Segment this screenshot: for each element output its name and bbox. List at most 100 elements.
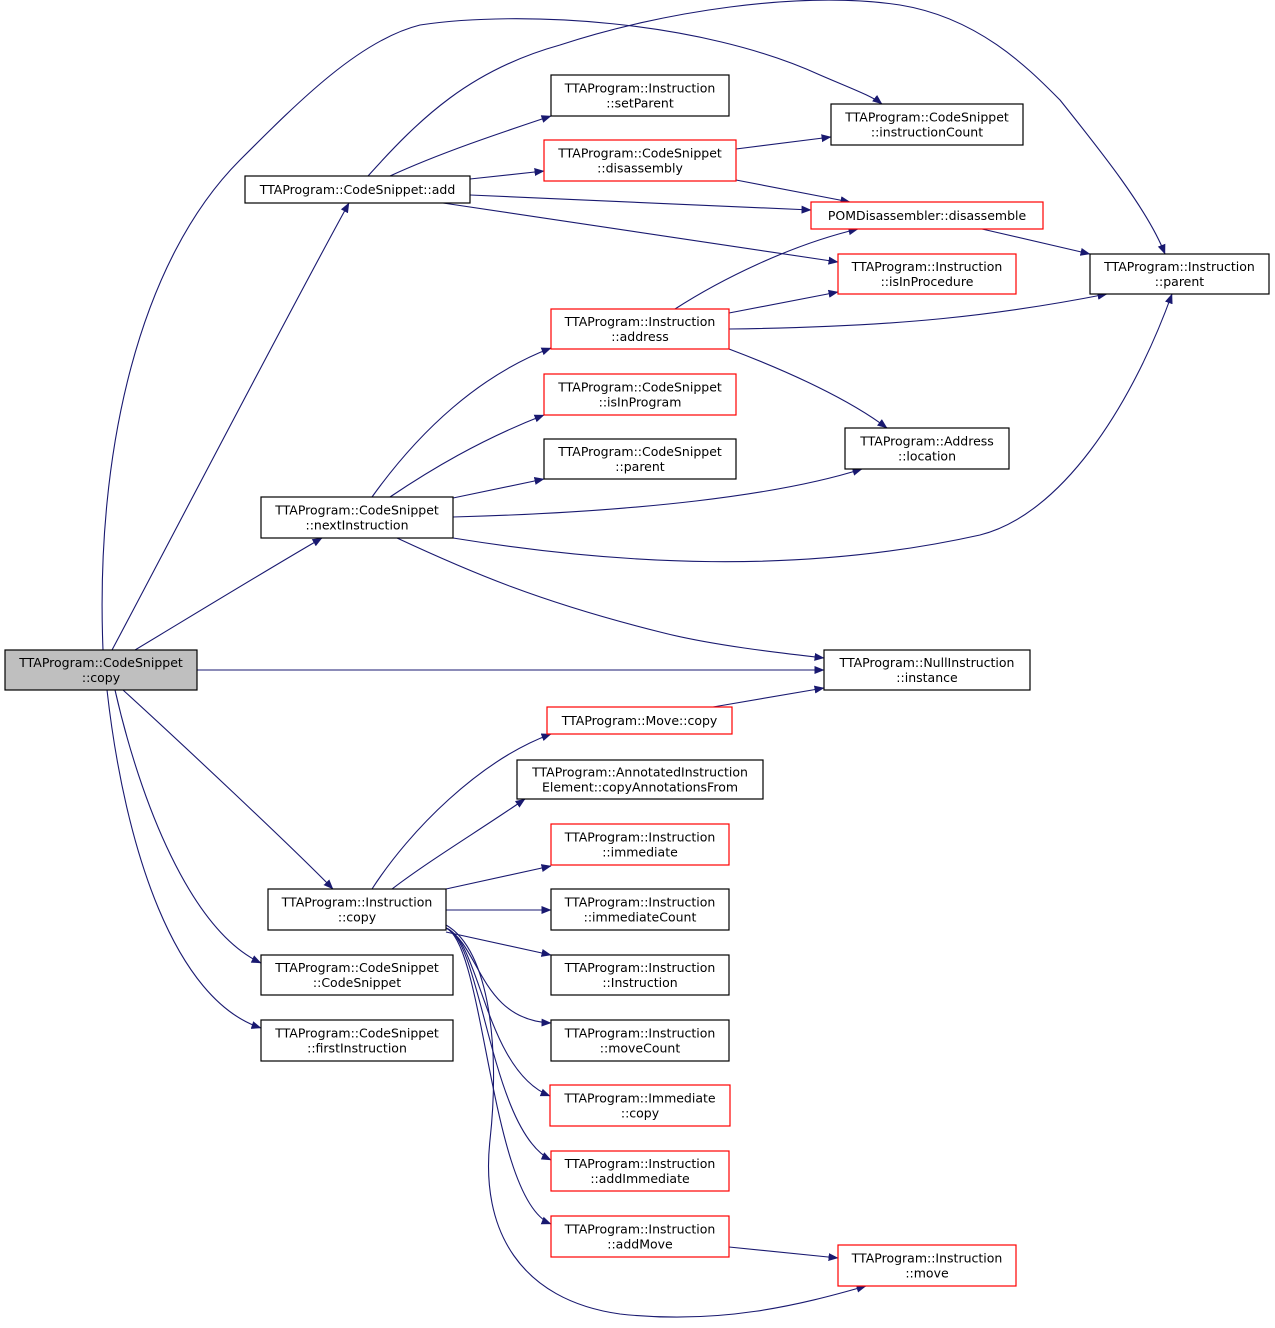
node-label-line: ::address bbox=[611, 329, 669, 344]
node-box bbox=[543, 139, 737, 182]
edge-instr_copy-to-imm_copy bbox=[445, 927, 551, 1097]
node-box bbox=[830, 103, 1024, 146]
edge-cs_add-to-instr_isinproc bbox=[442, 202, 839, 265]
node-label-line: TTAProgram::CodeSnippet bbox=[274, 1026, 439, 1041]
node-annot_copy[interactable]: TTAProgram::AnnotatedInstructionElement:… bbox=[516, 759, 764, 800]
node-label-line: TTAProgram::AnnotatedInstruction bbox=[531, 765, 748, 780]
node-instr_immcount[interactable]: TTAProgram::Instruction::immediateCount bbox=[550, 888, 730, 931]
node-box bbox=[550, 1150, 730, 1192]
edge-cs_next-to-null_instance bbox=[396, 537, 825, 661]
node-box bbox=[550, 1215, 730, 1258]
node-instr_copy[interactable]: TTAProgram::Instruction::copy bbox=[267, 888, 447, 931]
node-box bbox=[267, 888, 447, 931]
edge-cs_add-to-pom_disasm bbox=[469, 194, 812, 214]
node-label-line: TTAProgram::Instruction bbox=[564, 81, 716, 96]
node-label-line: TTAProgram::Instruction bbox=[564, 830, 716, 845]
edge-cs_next-to-cs_isinprog bbox=[389, 414, 545, 498]
node-label-line: TTAProgram::Instruction bbox=[281, 895, 433, 910]
node-label-line: ::copy bbox=[621, 1106, 660, 1121]
node-label-line: POMDisassembler::disassemble bbox=[828, 208, 1027, 223]
node-instr_address[interactable]: TTAProgram::Instruction::address bbox=[550, 308, 730, 350]
node-label-line: ::move bbox=[905, 1266, 949, 1281]
node-cs_add[interactable]: TTAProgram::CodeSnippet::add bbox=[244, 175, 471, 204]
edge-cs_next-to-addr_location bbox=[452, 468, 863, 518]
node-null_instance[interactable]: TTAProgram::NullInstruction::instance bbox=[823, 649, 1031, 691]
node-instr_addmove[interactable]: TTAProgram::Instruction::addMove bbox=[550, 1215, 730, 1258]
node-label-line: ::isInProgram bbox=[599, 395, 682, 410]
node-addr_location[interactable]: TTAProgram::Address::location bbox=[844, 427, 1010, 470]
edge-cs_disasm-to-cs_instrcount bbox=[735, 134, 832, 150]
node-label-line: ::copy bbox=[82, 670, 121, 685]
edge-cs_next-to-cs_parent bbox=[452, 477, 545, 499]
edge-instr_copy-to-instr_immediate bbox=[445, 864, 552, 890]
node-label-line: ::location bbox=[898, 449, 956, 464]
node-box bbox=[810, 201, 1044, 230]
edge-instr_copy-to-annot_copy bbox=[391, 798, 526, 890]
edge-instr_copy-to-instr_move bbox=[445, 924, 867, 1318]
node-label-line: ::parent bbox=[1155, 274, 1204, 289]
node-layer: TTAProgram::CodeSnippet::copyTTAProgram:… bbox=[4, 74, 1270, 1287]
node-box bbox=[844, 427, 1010, 470]
node-cs_ctor[interactable]: TTAProgram::CodeSnippet::CodeSnippet bbox=[260, 954, 454, 996]
node-cs_instrcount[interactable]: TTAProgram::CodeSnippet::instructionCoun… bbox=[830, 103, 1024, 146]
node-box bbox=[260, 1019, 454, 1062]
node-label-line: ::firstInstruction bbox=[307, 1041, 407, 1056]
edge-move_copy-to-null_instance bbox=[712, 685, 825, 708]
node-cs_disasm[interactable]: TTAProgram::CodeSnippet::disassembly bbox=[543, 139, 737, 182]
node-label-line: TTAProgram::Instruction bbox=[1103, 259, 1255, 274]
node-box bbox=[550, 823, 730, 866]
edge-instr_copy-to-instr_addmove bbox=[445, 927, 552, 1225]
node-label-line: ::setParent bbox=[606, 96, 674, 111]
node-label-line: TTAProgram::CodeSnippet bbox=[557, 444, 722, 459]
node-box bbox=[260, 954, 454, 996]
node-box bbox=[550, 1019, 730, 1062]
node-instr_addimm[interactable]: TTAProgram::Instruction::addImmediate bbox=[550, 1150, 730, 1192]
node-label-line: ::moveCount bbox=[600, 1041, 681, 1056]
edge-copy_root-to-cs_instrcount bbox=[101, 18, 883, 651]
edge-instr_addmove-to-instr_move bbox=[728, 1246, 839, 1262]
node-box bbox=[837, 253, 1017, 295]
node-label-line: TTAProgram::Instruction bbox=[564, 895, 716, 910]
node-box bbox=[260, 496, 454, 539]
edge-instr_copy-to-instr_addimm bbox=[445, 927, 552, 1161]
node-label-line: ::parent bbox=[615, 459, 664, 474]
node-box bbox=[549, 1084, 731, 1127]
node-instr_immediate[interactable]: TTAProgram::Instruction::immediate bbox=[550, 823, 730, 866]
edge-copy_root-to-cs_first bbox=[106, 689, 262, 1029]
node-cs_first[interactable]: TTAProgram::CodeSnippet::firstInstructio… bbox=[260, 1019, 454, 1062]
node-label-line: TTAProgram::CodeSnippet bbox=[844, 110, 1009, 125]
node-pom_disasm[interactable]: POMDisassembler::disassemble bbox=[810, 201, 1044, 230]
node-copy_root[interactable]: TTAProgram::CodeSnippet::copy bbox=[4, 649, 198, 691]
node-label-line: ::addImmediate bbox=[590, 1171, 690, 1186]
node-label-line: TTAProgram::Instruction bbox=[564, 1156, 716, 1171]
node-instr_ctor[interactable]: TTAProgram::Instruction::Instruction bbox=[550, 954, 730, 996]
node-cs_next[interactable]: TTAProgram::CodeSnippet::nextInstruction bbox=[260, 496, 454, 539]
node-label-line: TTAProgram::Instruction bbox=[564, 314, 716, 329]
node-label-line: ::disassembly bbox=[597, 161, 683, 176]
node-instr_move[interactable]: TTAProgram::Instruction::move bbox=[837, 1244, 1017, 1287]
node-label-line: TTAProgram::CodeSnippet bbox=[274, 960, 439, 975]
node-cs_parent[interactable]: TTAProgram::CodeSnippet::parent bbox=[543, 438, 737, 480]
node-imm_copy[interactable]: TTAProgram::Immediate::copy bbox=[549, 1084, 731, 1127]
node-instr_parent[interactable]: TTAProgram::Instruction::parent bbox=[1089, 253, 1270, 295]
node-label-line: TTAProgram::Address bbox=[859, 434, 994, 449]
node-box bbox=[837, 1244, 1017, 1287]
node-label-line: ::instance bbox=[896, 670, 958, 685]
edge-copy_root-to-instr_copy bbox=[122, 689, 334, 890]
node-label-line: ::instructionCount bbox=[871, 125, 983, 140]
node-box bbox=[823, 649, 1031, 691]
node-cs_isinprog[interactable]: TTAProgram::CodeSnippet::isInProgram bbox=[543, 373, 737, 416]
node-label-line: ::immediateCount bbox=[584, 910, 697, 925]
node-box bbox=[550, 888, 730, 931]
node-instr_isinproc[interactable]: TTAProgram::Instruction::isInProcedure bbox=[837, 253, 1017, 295]
node-instr_setparent[interactable]: TTAProgram::Instruction::setParent bbox=[550, 74, 730, 117]
node-box bbox=[4, 649, 198, 691]
node-instr_movecount[interactable]: TTAProgram::Instruction::moveCount bbox=[550, 1019, 730, 1062]
node-move_copy[interactable]: TTAProgram::Move::copy bbox=[546, 706, 733, 735]
edge-instr_copy-to-instr_ctor bbox=[445, 931, 552, 957]
edge-instr_address-to-pom_disasm bbox=[674, 227, 859, 310]
node-label-line: TTAProgram::CodeSnippet bbox=[557, 146, 722, 161]
node-label-line: TTAProgram::Instruction bbox=[564, 960, 716, 975]
node-label-line: TTAProgram::Move::copy bbox=[561, 713, 718, 728]
